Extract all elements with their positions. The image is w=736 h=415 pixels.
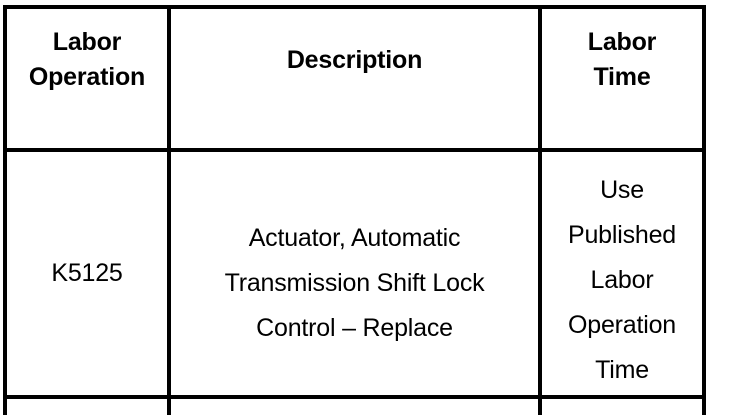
description-line-1: Actuator, Automatic: [248, 224, 461, 252]
table-row: K5125 Actuator, Automatic Transmission S…: [3, 148, 706, 399]
labor-time-line-4: Operation: [568, 311, 676, 339]
labor-time-text: Use Published Labor Operation Time: [542, 152, 702, 393]
table-row-truncated: [3, 395, 706, 415]
cell-labor-time: Use Published Labor Operation Time: [538, 148, 706, 399]
header-line-2: Time: [593, 63, 651, 91]
table-header-row: Labor Operation Description Labor Time: [3, 5, 706, 152]
labor-time-line-2: Published: [567, 221, 676, 249]
cell-labor-time-truncated: [538, 395, 706, 415]
column-header-labor-time: Labor Time: [538, 5, 706, 152]
header-line-1: Description: [286, 46, 423, 74]
labor-time-line-1: Use: [600, 176, 644, 204]
header-line-1: Labor: [52, 28, 122, 56]
column-header-labor-operation: Labor Operation: [3, 5, 171, 152]
cell-description: Actuator, Automatic Transmission Shift L…: [167, 148, 542, 399]
labor-time-line-5: Time: [595, 356, 649, 384]
column-header-labor-time-text: Labor Time: [542, 9, 702, 95]
cell-labor-operation: K5125: [3, 148, 171, 399]
header-line-2: Operation: [28, 63, 146, 91]
description-line-2: Transmission Shift Lock: [224, 269, 485, 297]
labor-operation-table: Labor Operation Description Labor Time: [3, 5, 706, 415]
labor-time-line-3: Labor: [590, 266, 654, 294]
column-header-description: Description: [167, 5, 542, 152]
labor-operation-code: K5125: [51, 259, 123, 287]
description-text: Actuator, Automatic Transmission Shift L…: [171, 152, 538, 351]
description-line-3: Control – Replace: [256, 314, 453, 342]
header-line-1: Labor: [587, 28, 657, 56]
cell-description-truncated: [167, 395, 542, 415]
column-header-labor-operation-text: Labor Operation: [7, 9, 167, 95]
cell-labor-operation-truncated: [3, 395, 171, 415]
column-header-description-text: Description: [171, 9, 538, 78]
